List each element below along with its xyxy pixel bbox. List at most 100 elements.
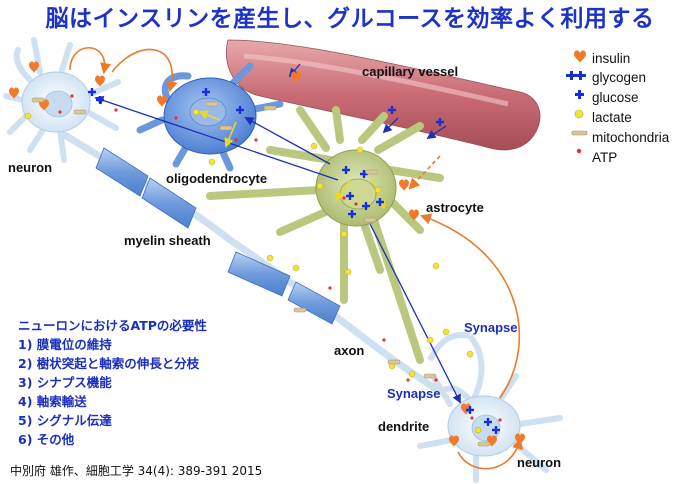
- label-neuron-bottom: neuron: [517, 455, 562, 470]
- page-title: 脳はインスリンを産生し、グルコースを効率よく利用する: [45, 6, 655, 32]
- legend-symbols: [566, 50, 588, 154]
- legend-label-lactate: lactate: [592, 110, 632, 125]
- insulin-heart-icon: [487, 435, 497, 447]
- atp-list-item: 6) その他: [18, 432, 75, 447]
- glucose-plus-icon: [575, 90, 584, 99]
- atp-dot-icon: [354, 202, 358, 206]
- label-myelin-sheath: myelin sheath: [124, 233, 211, 248]
- arrow-astrocyte-to-oligodendrocyte: [244, 117, 331, 165]
- lactate-dot-icon: [574, 109, 584, 119]
- insulin-heart-icon: [95, 75, 105, 87]
- lactate-dot-icon: [192, 108, 200, 116]
- lactate-dot-icon: [426, 336, 434, 344]
- molecule-markers: [9, 61, 525, 447]
- lactate-dot-icon: [24, 112, 32, 120]
- lactate-dot-icon: [374, 186, 382, 194]
- glucose-plus-icon: [486, 418, 490, 426]
- lactate-dot-icon: [310, 142, 318, 150]
- glucose-plus-icon: [494, 426, 498, 434]
- legend-item-glucose: glucose: [562, 89, 698, 107]
- label-axon: axon: [334, 343, 365, 358]
- glucose-plus-icon: [348, 192, 352, 200]
- glucose-plus-icon: [238, 106, 242, 114]
- atp-dot-icon: [382, 338, 386, 342]
- arrow-capillary-to-astrocyte-2: [426, 125, 447, 140]
- glucose-plus-icon: [98, 96, 102, 104]
- glucose-plus-icon: [468, 406, 472, 414]
- mitochondria-bar-icon: [365, 169, 379, 175]
- arrow-glucose-yellow-4: [224, 121, 237, 148]
- label-astrocyte: astrocyte: [426, 200, 484, 215]
- label-synapse-bottom: Synapse: [387, 386, 441, 401]
- atp-list-item: 4) 軸索輸送: [18, 394, 87, 409]
- arrow-capillary-insulin: [408, 155, 441, 190]
- atp-dot-icon: [254, 138, 258, 142]
- lactate-dot-icon: [266, 254, 274, 262]
- mitochondria-bar-icon: [293, 307, 307, 313]
- legend-item-lactate: lactate: [562, 109, 698, 127]
- atp-dot-icon: [174, 116, 178, 120]
- myelin-segment-4: [287, 281, 341, 325]
- glucose-plus-icon: [390, 106, 394, 114]
- myelin-segment-3: [227, 251, 291, 297]
- insulin-heart-icon: [157, 95, 167, 107]
- capillary-vessel: [225, 39, 541, 151]
- mitochondria-bar-icon: [205, 101, 219, 107]
- legend-label-glycogen: glycogen: [592, 70, 647, 85]
- insulin-heart-icon: [449, 435, 459, 447]
- atp-dot-icon: [114, 108, 118, 112]
- myelin-segment-2: [141, 177, 197, 229]
- atp-dot-icon: [498, 418, 502, 422]
- legend-label-insulin: insulin: [592, 51, 631, 66]
- glucose-plus-icon: [350, 210, 354, 218]
- lactate-dot-icon: [344, 268, 352, 276]
- insulin-heart-icon: [409, 209, 419, 221]
- atp-list-heading: ニューロンにおけるATPの必要性: [18, 318, 207, 333]
- glucose-plus-icon: [438, 118, 442, 126]
- insulin-heart-icon: [39, 99, 49, 111]
- legend-label-atp: ATP: [592, 150, 618, 165]
- label-neuron-top: neuron: [8, 160, 53, 175]
- mitochondria-bar-icon: [263, 105, 277, 111]
- lactate-dot-icon: [432, 262, 440, 270]
- arrow-neuron-top-autocrine: [69, 47, 112, 75]
- label-oligodendrocyte: oligodendrocyte: [166, 171, 268, 186]
- neuron-top-left: [3, 37, 121, 163]
- mitochondria-bar-icon: [387, 359, 401, 365]
- label-capillary-vessel: capillary vessel: [362, 64, 459, 79]
- legend-item-atp: ATP: [562, 149, 698, 167]
- atp-dot-icon: [328, 286, 332, 290]
- lactate-dot-icon: [292, 264, 300, 272]
- myelin-segment-1: [95, 147, 149, 197]
- capillary-vessel-highlight: [243, 53, 509, 107]
- lactate-dot-icon: [474, 426, 482, 434]
- citation: 中別府 雄作、細胞工学 34(4): 389-391 2015: [10, 464, 263, 478]
- glucose-plus-icon: [364, 202, 368, 210]
- lactate-dot-icon: [466, 350, 474, 358]
- atp-dot-icon: [470, 416, 474, 420]
- legend-label-mitochondria: mitochondria: [592, 130, 670, 145]
- lactate-dot-icon: [442, 328, 450, 336]
- insulin-heart-icon: [291, 71, 301, 83]
- flow-arrows: [69, 47, 523, 470]
- legend-label-glucose: glucose: [592, 90, 639, 105]
- mitochondria-bar-icon: [571, 130, 588, 136]
- atp-list-item: 3) シナプス機能: [18, 375, 112, 390]
- arrow-glucose-yellow-3: [198, 110, 221, 121]
- glucose-plus-icon: [204, 88, 208, 96]
- mitochondria-bar-icon: [31, 97, 45, 103]
- lactate-dot-icon: [408, 370, 416, 378]
- atp-dot-icon: [576, 148, 582, 154]
- mitochondria-bar-icon: [477, 441, 491, 447]
- glycogen-chain-icon: [566, 71, 586, 80]
- insulin-heart-icon: [29, 61, 39, 73]
- astrocyte-cell: [206, 106, 444, 364]
- glucose-plus-icon: [90, 88, 94, 96]
- insulin-heart-icon: [574, 50, 586, 63]
- arrow-astrocyte-to-neuron-top: [94, 96, 339, 181]
- mitochondria-bar-icon: [363, 217, 377, 223]
- label-dendrite: dendrite: [378, 419, 430, 434]
- atp-list-item: 2) 樹状突起と軸索の伸長と分枝: [18, 356, 200, 371]
- mitochondria-bar-icon: [219, 125, 233, 131]
